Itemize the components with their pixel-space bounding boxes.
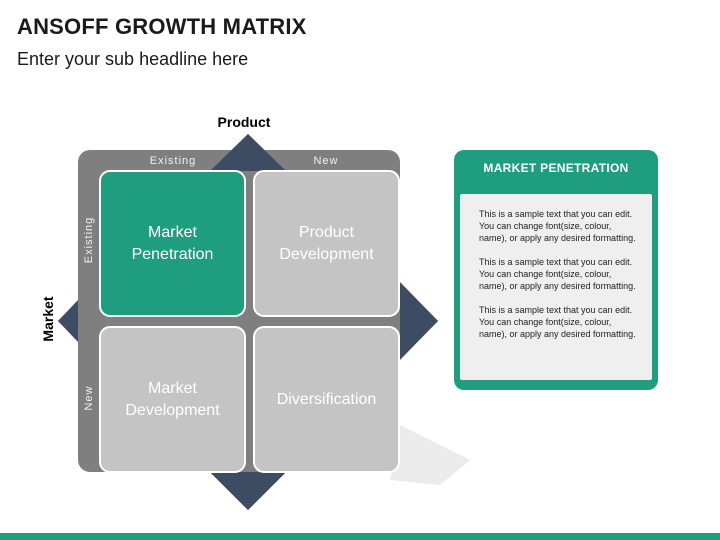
cell-line: Diversification — [276, 390, 377, 408]
diamond-tip-left — [58, 300, 78, 342]
cell-line: Market — [148, 223, 197, 241]
cell-diversification: Diversification — [254, 327, 399, 472]
panel-title: MARKET PENETRATION — [483, 161, 629, 175]
footer-accent-bar — [0, 533, 720, 540]
panel-paragraph: This is a sample text that you can edit.… — [479, 209, 636, 243]
column-label-new: New — [313, 155, 339, 167]
row-label-existing: Existing — [83, 216, 95, 264]
cell-line: Market — [148, 379, 197, 397]
column-label-existing: Existing — [149, 155, 197, 167]
panel-paragraph: This is a sample text that you can edit.… — [479, 257, 636, 291]
cell-line: Development — [125, 401, 220, 419]
axis-market-label: Market — [40, 296, 56, 342]
market-penetration-panel: MARKET PENETRATION This is a sample text… — [454, 150, 658, 390]
tile-market-penetration — [99, 170, 246, 317]
cell-market-development: Market Development — [100, 327, 245, 472]
cell-market-penetration: Market Penetration — [100, 171, 245, 316]
cell-line: Product — [298, 223, 355, 241]
cell-product-development: Product Development — [254, 171, 399, 316]
page-subtitle: Enter your sub headline here — [17, 49, 249, 69]
cell-line: Penetration — [131, 245, 214, 263]
panel-paragraph: This is a sample text that you can edit.… — [479, 305, 636, 339]
axis-product-label: Product — [217, 114, 271, 130]
page-title: ANSOFF GROWTH MATRIX — [17, 14, 307, 39]
matrix-shadow — [390, 425, 470, 485]
row-label-new: New — [83, 385, 95, 411]
diamond-tip-bottom — [210, 472, 286, 510]
diamond-tip-right — [400, 282, 438, 360]
diamond-tip-top — [210, 134, 286, 171]
panel-body: This is a sample text that you can edit.… — [460, 194, 652, 380]
tile-market-development — [99, 326, 246, 473]
tile-product-development — [253, 170, 400, 317]
tile-diversification — [253, 326, 400, 473]
cell-line: Development — [279, 245, 374, 263]
